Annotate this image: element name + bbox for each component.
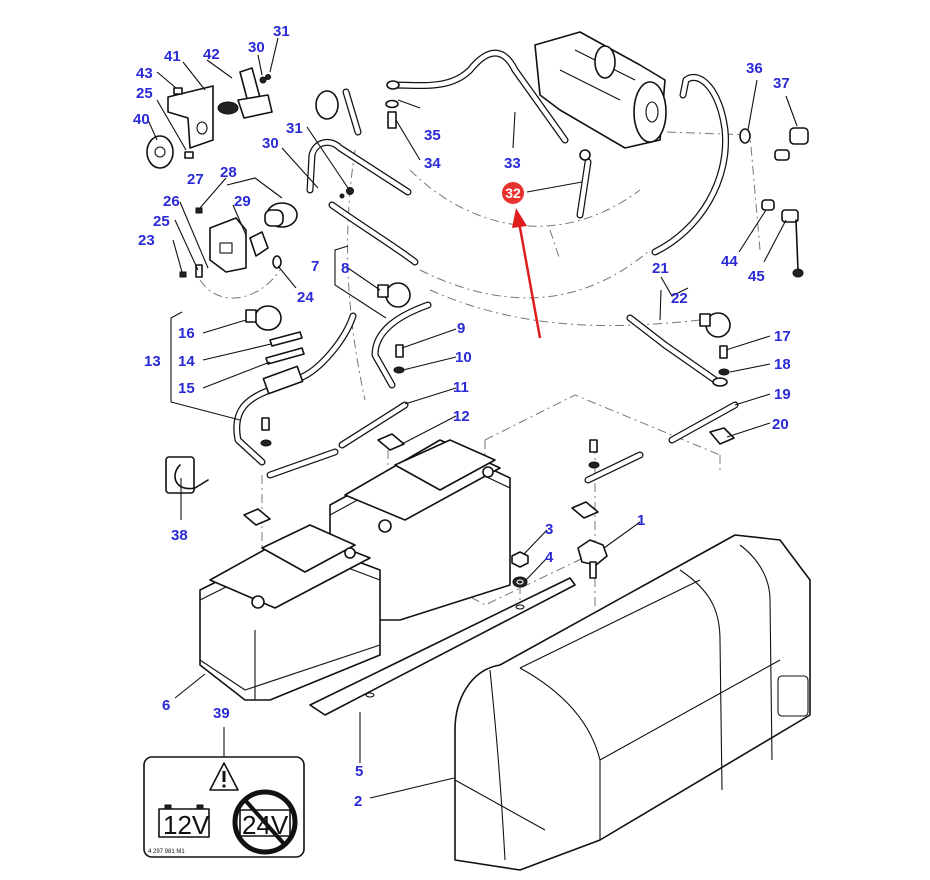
callout-9[interactable]: 9	[457, 320, 465, 337]
callout-10[interactable]: 10	[455, 349, 472, 366]
screw-part	[173, 87, 183, 95]
callout-43[interactable]: 43	[136, 65, 153, 82]
callout-36[interactable]: 36	[746, 60, 763, 77]
callout-27[interactable]: 27	[187, 171, 204, 188]
callout-labels: 31 30 41 42 43 25 40 31 30 28 27 29 26 2…	[133, 23, 791, 810]
callout-8[interactable]: 8	[341, 260, 349, 277]
warning-decal: 12V 24V 4 297 981 M1	[143, 756, 305, 858]
callout-40[interactable]: 40	[133, 111, 150, 128]
callout-2[interactable]: 2	[354, 793, 362, 810]
bracket-part	[167, 85, 214, 149]
leader-lines	[147, 37, 798, 799]
callout-31-b[interactable]: 31	[286, 120, 303, 137]
switch-key-part	[249, 231, 269, 257]
callout-35[interactable]: 35	[424, 127, 441, 144]
cable-clip-part	[165, 456, 209, 494]
callout-4[interactable]: 4	[545, 549, 554, 566]
callout-25[interactable]: 25	[136, 85, 153, 102]
callout-31[interactable]: 31	[273, 23, 290, 40]
callout-16[interactable]: 16	[178, 325, 195, 342]
callout-20[interactable]: 20	[772, 416, 789, 433]
callout-34[interactable]: 34	[424, 155, 441, 172]
nut-part-3	[511, 551, 529, 568]
mid-cables	[233, 282, 739, 526]
callout-14[interactable]: 14	[178, 353, 195, 370]
battery-12v-icon	[158, 808, 210, 838]
cables-top	[306, 49, 730, 266]
batteries	[199, 439, 511, 701]
battery-cover-part	[454, 534, 811, 871]
callout-25-b[interactable]: 25	[153, 213, 170, 230]
highlight-badge	[502, 182, 524, 204]
callout-1[interactable]: 1	[637, 512, 645, 529]
terminal-boot-part	[781, 209, 799, 223]
callout-11[interactable]: 11	[453, 379, 469, 396]
callout-44[interactable]: 44	[721, 253, 738, 270]
terminal-cover-part	[789, 127, 809, 145]
callout-23[interactable]: 23	[138, 232, 155, 249]
nut-part	[761, 199, 775, 211]
grommet-part	[739, 128, 751, 144]
callout-45[interactable]: 45	[748, 268, 765, 285]
callout-15[interactable]: 15	[178, 380, 195, 397]
washer-part	[385, 99, 399, 109]
callout-18[interactable]: 18	[774, 356, 791, 373]
right-small-parts	[739, 127, 809, 278]
callout-6[interactable]: 6	[162, 697, 170, 714]
callout-19[interactable]: 19	[774, 386, 791, 403]
callout-13[interactable]: 13	[144, 353, 161, 370]
callout-26[interactable]: 26	[163, 193, 180, 210]
callout-29[interactable]: 29	[234, 193, 251, 210]
callout-22[interactable]: 22	[671, 290, 688, 307]
callout-38[interactable]: 38	[171, 527, 188, 544]
decal-12v-text: 12V	[163, 810, 210, 840]
starter-motor	[534, 31, 667, 149]
callout-17[interactable]: 17	[774, 328, 791, 345]
callout-30-b[interactable]: 30	[262, 135, 279, 152]
prohibited-icon	[232, 789, 298, 855]
callout-32-highlighted[interactable]: 32	[502, 182, 524, 204]
callout-28[interactable]: 28	[220, 164, 237, 181]
callout-7[interactable]: 7	[311, 258, 319, 275]
mounting-plate-part	[209, 217, 247, 273]
callout-5[interactable]: 5	[355, 763, 363, 780]
callout-33[interactable]: 33	[504, 155, 521, 172]
callout-41[interactable]: 41	[164, 48, 181, 65]
callout-12[interactable]: 12	[453, 408, 470, 425]
decal-part-number: 4 297 981 M1	[148, 849, 185, 855]
bezel-part	[146, 135, 174, 169]
callout-21[interactable]: 21	[652, 260, 669, 277]
highlight-arrow	[512, 208, 542, 339]
knob-part	[577, 539, 608, 566]
hold-down-bar-part	[309, 577, 576, 716]
bolt-part	[387, 111, 397, 129]
callout-3[interactable]: 3	[545, 521, 553, 538]
hold-down-hardware	[309, 539, 608, 716]
isolator-switch-group	[146, 67, 298, 278]
callout-30[interactable]: 30	[248, 39, 265, 56]
callout-42[interactable]: 42	[203, 46, 220, 63]
callout-32[interactable]: 32	[505, 185, 521, 201]
callout-24[interactable]: 24	[297, 289, 314, 306]
callout-37[interactable]: 37	[773, 75, 790, 92]
callout-39[interactable]: 39	[213, 705, 230, 722]
